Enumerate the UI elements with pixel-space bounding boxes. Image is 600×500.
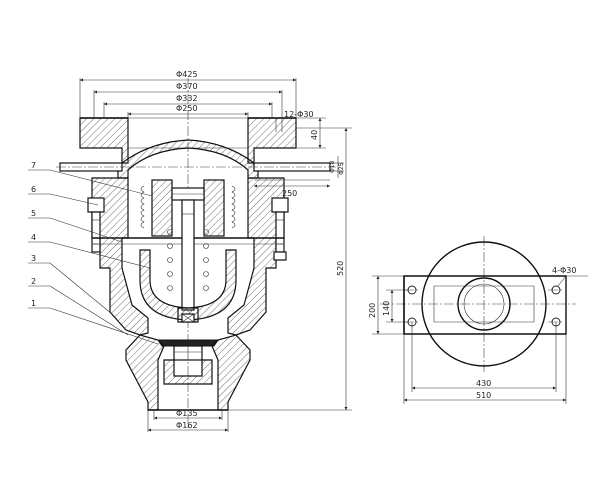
inner-guide-cup — [139, 249, 237, 321]
dim-plan-200: 200 — [368, 303, 377, 318]
lower-spring — [167, 229, 209, 291]
dim-flange-thickness: 40 — [310, 130, 319, 140]
dim-plan-510: 510 — [476, 391, 491, 400]
side-bolt-right — [271, 197, 289, 261]
dim-bolt-holes-top: 12-Φ30 — [284, 110, 314, 119]
dim-tube-d1: Φ18 — [329, 160, 336, 173]
spring-housing-right — [203, 179, 225, 237]
section-dimensions — [79, 78, 352, 432]
seat-ring — [163, 359, 213, 385]
upper-cover — [117, 139, 259, 179]
dim-d425: Φ425 — [176, 70, 198, 79]
dim-d135: Φ135 — [176, 409, 198, 418]
part-label-2: 2 — [31, 277, 36, 286]
lower-body-right — [211, 334, 251, 411]
dim-plan-holes: 4-Φ30 — [552, 266, 576, 275]
part-label-6: 6 — [31, 185, 36, 194]
spring-housing-left — [151, 179, 173, 237]
dim-plan-430: 430 — [476, 379, 491, 388]
top-flange — [79, 117, 129, 164]
part-label-3: 3 — [31, 254, 36, 263]
lower-body-left — [125, 334, 165, 411]
upper-spring — [140, 185, 236, 229]
valve-disk — [157, 339, 219, 347]
dim-height-520: 520 — [336, 261, 345, 276]
plan-outer-circle — [421, 241, 547, 367]
valve-stem — [181, 199, 195, 311]
side-bolt-left — [87, 197, 105, 253]
part-label-7: 7 — [31, 161, 36, 170]
dim-250: 250 — [282, 189, 297, 198]
dim-d250: Φ250 — [176, 104, 198, 113]
top-flange-right — [247, 117, 297, 164]
plan-bore-inner — [463, 283, 505, 325]
part-label-4: 4 — [31, 233, 36, 242]
plan-view: 4-Φ30 200 140 430 510 — [368, 236, 588, 404]
section-view: 7 6 5 4 3 2 1 — [28, 70, 352, 432]
dim-tube-d2: Φ25 — [338, 162, 345, 175]
dim-d370: Φ370 — [176, 82, 198, 91]
part-leaders — [28, 169, 159, 345]
dim-d162: Φ162 — [176, 421, 198, 430]
dim-d332: Φ332 — [176, 94, 198, 103]
part-label-5: 5 — [31, 209, 36, 218]
part-label-1: 1 — [31, 299, 36, 308]
dim-plan-140: 140 — [382, 301, 391, 316]
plan-bore-outer — [457, 277, 511, 331]
